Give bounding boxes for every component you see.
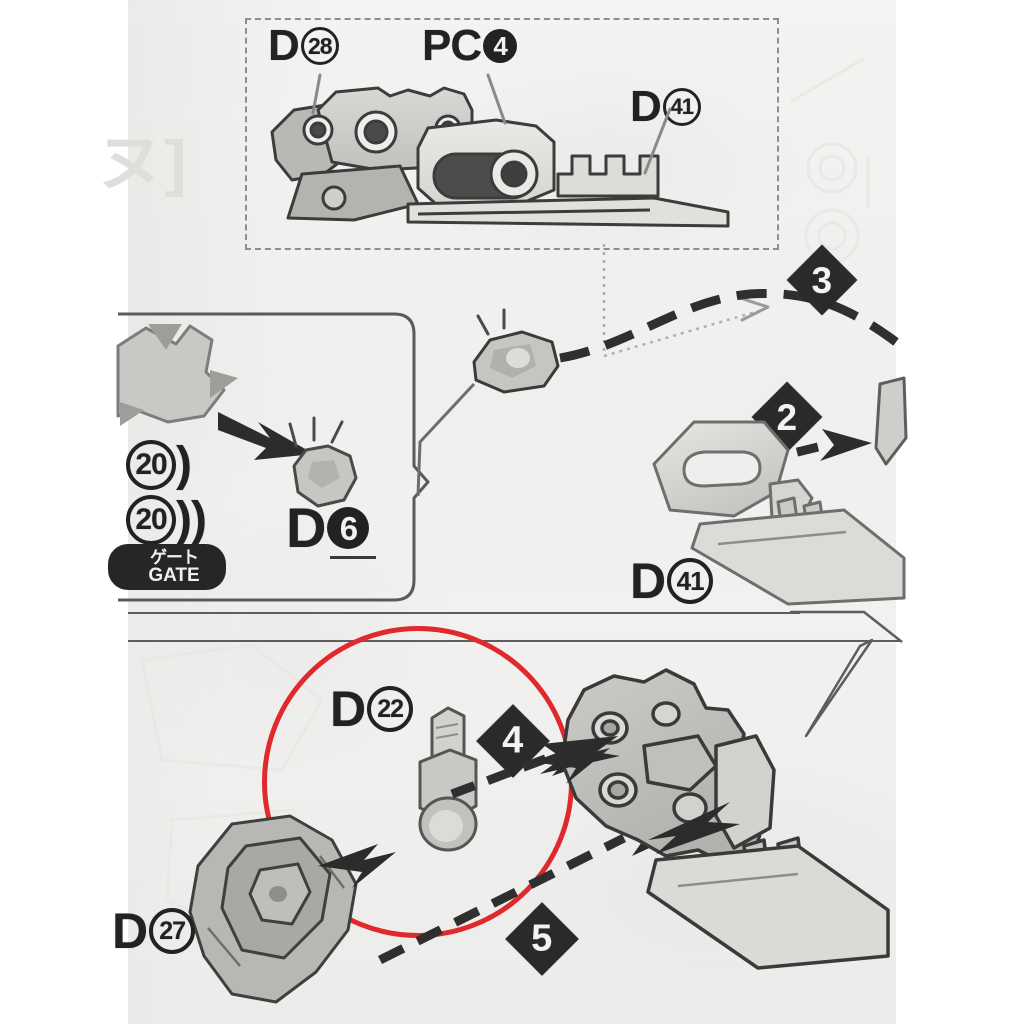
part-d27-drawing — [180, 814, 420, 1016]
lower-assembly-drawing — [318, 650, 904, 980]
runner-fragment-drawing — [116, 318, 308, 448]
lower-callout-pointer — [740, 638, 910, 760]
inset-leader-lines — [245, 55, 775, 215]
insertion-arrow-upper — [540, 730, 630, 780]
callout-pointer-line — [404, 376, 514, 497]
part-label-d22: D 22 — [330, 684, 414, 734]
divider-callout-wedge — [790, 610, 903, 646]
section-divider-bottom — [128, 640, 900, 642]
circled-number-20-a: 20 — [126, 440, 176, 490]
part-label-d27: D 27 — [112, 906, 196, 956]
gate-tag-en: GATE — [148, 565, 200, 586]
gate-tag-jp: ゲート — [150, 548, 199, 567]
circled-number-6: 6 — [327, 507, 370, 549]
insertion-arrow-lower — [646, 800, 746, 856]
part-d22-drawing — [406, 700, 496, 860]
part-label-d41-inset: D 41 — [630, 85, 701, 129]
inset-assembly-drawing — [258, 70, 768, 240]
assembly-inset-box — [245, 18, 779, 250]
right-edge-part — [874, 376, 908, 498]
gate-nub-part — [278, 416, 388, 528]
circled-number-28: 28 — [300, 27, 339, 65]
gate-tag: ゲート GATE — [108, 544, 226, 590]
watermark-bracket: ヌ] — [95, 129, 187, 198]
circled-number-27: 27 — [149, 908, 196, 954]
assembly-path-top — [559, 250, 900, 380]
part-label-d6: D 6 — [286, 500, 370, 556]
d6-underline — [330, 556, 376, 559]
circled-number-22: 22 — [367, 686, 414, 732]
middle-clip-part — [460, 308, 580, 410]
section-divider-top — [128, 612, 800, 614]
ghost-shapes — [789, 40, 900, 270]
part-label-pc4: PC 4 — [422, 24, 518, 68]
circled-number-4: 4 — [483, 29, 518, 63]
inset-pointer-dotted — [590, 244, 790, 384]
runner-number-20b: 20 )) — [126, 495, 207, 545]
part-label-d41-mid: D 41 — [630, 556, 714, 606]
runner-part-d41 — [648, 398, 906, 618]
circled-number-41-mid: 41 — [667, 558, 714, 604]
circled-number-20-b: 20 — [126, 495, 176, 545]
runner-number-20a: 20 ) — [126, 440, 192, 490]
part-label-d28: D 28 — [268, 24, 339, 68]
circled-number-41: 41 — [662, 88, 701, 126]
cut-direction-arrow — [218, 408, 348, 478]
gate-callout-box — [118, 310, 430, 610]
